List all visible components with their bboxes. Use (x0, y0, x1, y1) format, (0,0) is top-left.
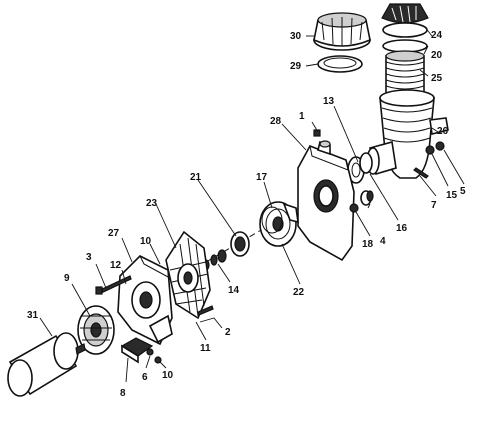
callout-6: 6 (142, 372, 148, 383)
callout-9: 9 (64, 273, 70, 284)
part-29-lid-cover (317, 55, 363, 73)
callout-3: 3 (86, 252, 92, 263)
callout-20: 20 (431, 50, 443, 61)
callout-15: 15 (446, 190, 458, 201)
callout-16: 16 (396, 223, 408, 234)
callout-4: 4 (380, 236, 386, 247)
part-7-screw (413, 167, 429, 179)
callout-12: 12 (110, 260, 122, 271)
part-2-screw (197, 305, 214, 316)
part-20-o-ring (382, 39, 428, 53)
part-15-drain-plug (425, 145, 435, 155)
part-21-impeller (230, 231, 250, 257)
callout-29: 29 (290, 61, 302, 72)
callout-26: 26 (437, 126, 449, 137)
callout-17: 17 (256, 172, 268, 183)
part-9-motor-flange (77, 305, 115, 355)
callout-7: 7 (431, 200, 437, 211)
part-18-plug (349, 203, 359, 213)
part-13-gasket (359, 152, 373, 174)
callout-1: 1 (299, 111, 305, 122)
callout-10-lower: 10 (162, 370, 174, 381)
part-4-o-ring (360, 190, 374, 206)
callout-2: 2 (225, 327, 231, 338)
part-28-pump-housing (297, 140, 355, 262)
callout-31: 31 (27, 310, 39, 321)
callout-14: 14 (228, 285, 240, 296)
part-23-seal-plate (165, 230, 211, 320)
callout-22: 22 (293, 287, 305, 298)
part-27-motor-bracket (117, 255, 173, 346)
callout-28: 28 (270, 116, 282, 127)
callout-labels: 1 2 3 4 5 6 7 8 9 10 10 11 12 13 14 15 1… (27, 30, 466, 399)
part-6-screw (146, 348, 154, 356)
callout-27: 27 (108, 228, 120, 239)
part-3-bolt (95, 275, 132, 295)
part-8-motor-support (120, 337, 154, 364)
callout-24: 24 (431, 30, 443, 41)
part-31-motor (7, 332, 86, 397)
callout-11: 11 (200, 343, 211, 354)
callout-5: 5 (460, 186, 466, 197)
callout-13: 13 (323, 96, 335, 107)
part-24-lid-knob (381, 3, 429, 38)
callout-8: 8 (120, 388, 126, 399)
leader-lines (39, 25, 465, 383)
part-10-screw (154, 356, 162, 364)
callout-21: 21 (190, 172, 202, 183)
part-5-drain-plug (435, 141, 445, 151)
part-26-strainer-housing (366, 89, 449, 179)
callout-10-upper: 10 (140, 236, 152, 247)
callout-25: 25 (431, 73, 443, 84)
callout-23: 23 (146, 198, 158, 209)
callout-18: 18 (362, 239, 374, 250)
callout-30: 30 (290, 31, 302, 42)
part-22-diffuser (259, 201, 299, 247)
part-30-lid-ring (313, 12, 371, 51)
